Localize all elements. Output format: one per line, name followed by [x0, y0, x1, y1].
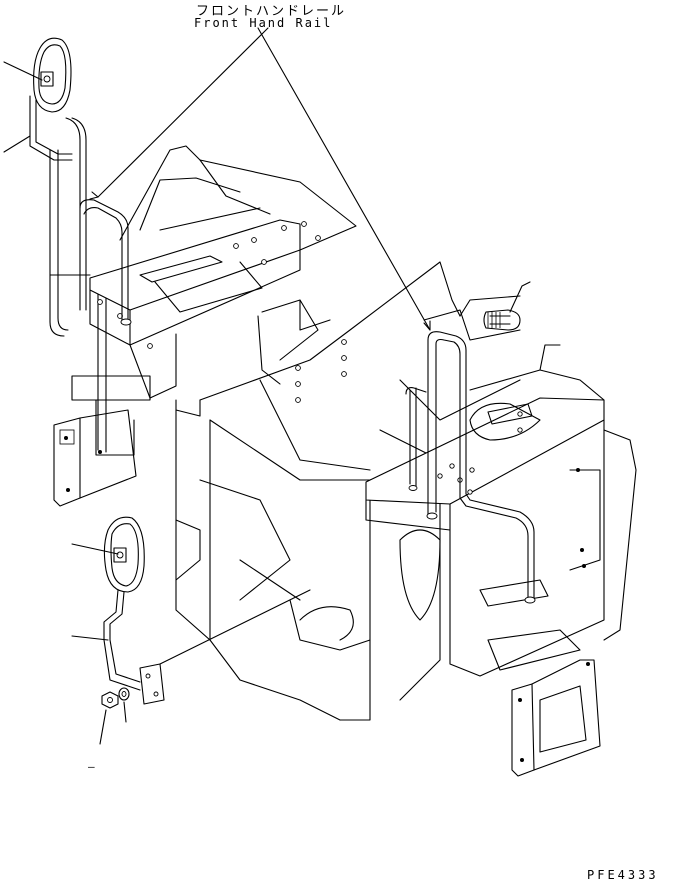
- part-title-english: Front Hand Rail: [194, 16, 333, 30]
- lower-mirror: [101, 516, 311, 709]
- left-front-hand-rail: [79, 199, 132, 326]
- callout-leader: [99, 709, 107, 745]
- callout-leader: [71, 635, 109, 641]
- callout-leader: [123, 701, 127, 723]
- left-mirror: [29, 37, 73, 161]
- callout-dash: –: [88, 760, 95, 773]
- right-front-hand-rail: [405, 331, 536, 604]
- callout-leader: [3, 135, 31, 153]
- title-leader-lines: [89, 27, 431, 331]
- left-ladder: [49, 117, 151, 507]
- drawing-code: PFE4333: [587, 868, 659, 882]
- callout-leader: [3, 61, 43, 81]
- callout-leader: [509, 281, 531, 313]
- u-bolt: [483, 309, 521, 331]
- callout-leader: [71, 543, 119, 555]
- left-platform: [89, 145, 357, 399]
- right-platform: [365, 344, 637, 777]
- part-title-japanese: フロントハンドレール: [196, 4, 347, 19]
- main-frame: [175, 261, 521, 721]
